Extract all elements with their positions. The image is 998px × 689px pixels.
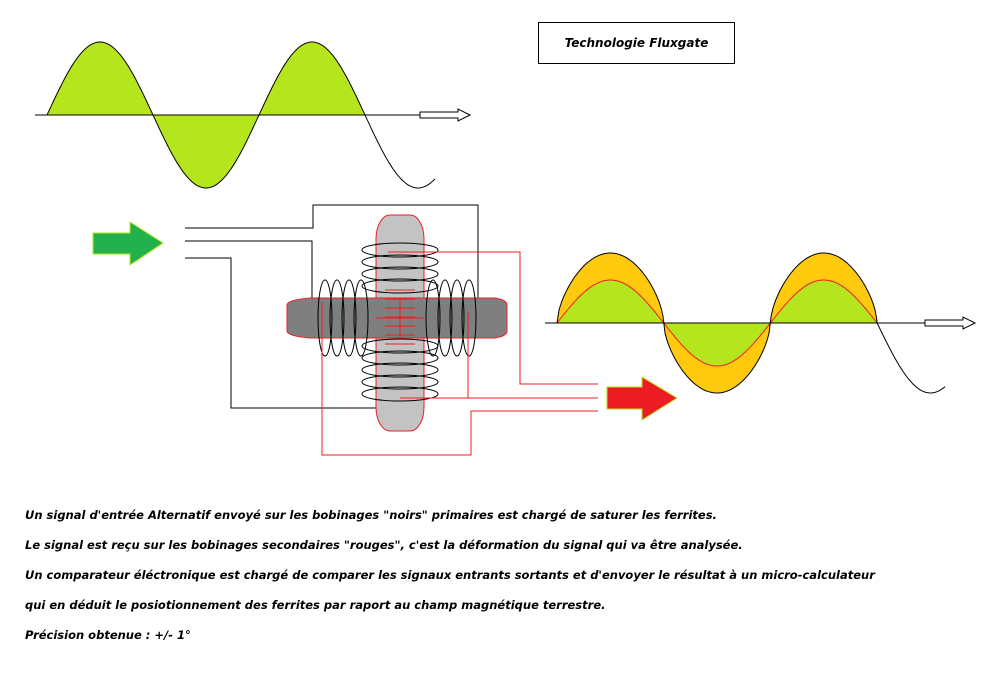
- secondary-wires: [321, 251, 598, 456]
- horizontal-coil-turn: [425, 279, 441, 357]
- title-box: Technologie Fluxgate: [538, 22, 735, 64]
- horizontal-coil-turn: [461, 279, 477, 357]
- horizontal-coil-turn: [449, 279, 465, 357]
- vertical-coil-turn: [361, 362, 439, 378]
- description-line: Un comparateur éléctronique est chargé d…: [25, 568, 875, 582]
- description-line: Un signal d'entrée Alternatif envoyé sur…: [25, 508, 717, 522]
- axis-arrow-icon: [924, 316, 977, 330]
- vertical-coil-turn: [361, 266, 439, 282]
- input-arrow: [92, 221, 164, 266]
- description-line: Le signal est reçu sur les bobinages sec…: [25, 538, 743, 552]
- axis-arrow-icon: [419, 108, 472, 122]
- coil-windings: [317, 242, 477, 402]
- vertical-coil-turn: [361, 374, 439, 390]
- horizontal-coil-turn: [329, 279, 345, 357]
- signal-line: [46, 41, 436, 189]
- reference-signal-line: [556, 279, 878, 367]
- horizontal-coil-turn: [437, 279, 453, 357]
- description-line: qui en déduit le posiotionnement des fer…: [25, 598, 606, 612]
- diagram-title: Technologie Fluxgate: [564, 36, 709, 50]
- vertical-coil-turn: [361, 350, 439, 366]
- horizontal-coil-turn: [353, 279, 369, 357]
- vertical-coil-turn: [361, 386, 439, 402]
- signal-line: [556, 252, 946, 394]
- vertical-coil-turn: [361, 254, 439, 270]
- output-signal-wave: [545, 252, 977, 394]
- description-line: Précision obtenue : +/- 1°: [25, 628, 191, 642]
- horizontal-coil-turn: [317, 279, 333, 357]
- output-arrow: [606, 376, 678, 421]
- input-signal-wave: [35, 41, 472, 189]
- vertical-coil-turn: [361, 242, 439, 258]
- horizontal-coil-turn: [341, 279, 357, 357]
- vertical-coil-turn: [361, 278, 439, 294]
